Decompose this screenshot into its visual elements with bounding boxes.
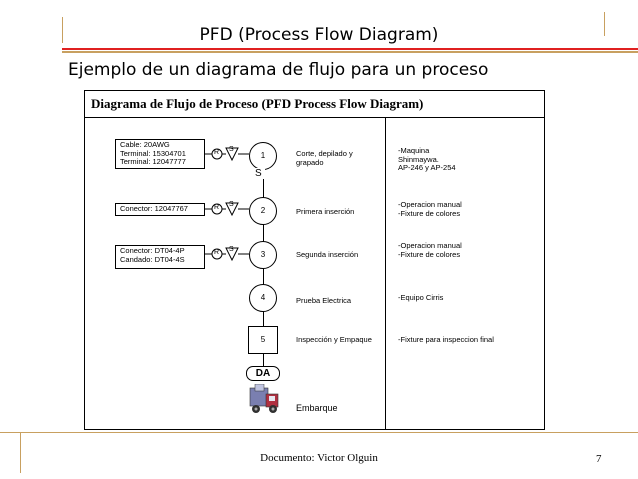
step-desc-text: Corte, depilado y: [296, 149, 353, 158]
step-5-description: Inspección y Empaque: [296, 335, 372, 345]
equipment-text: -Fixture de colores: [398, 249, 461, 259]
equipment-text: -Fixture para inspeccion final: [398, 335, 494, 344]
slide-subtitle: Ejemplo de un diagrama de flujo para un …: [68, 60, 489, 80]
equipment-text: -Operacion manual: [398, 200, 462, 209]
flow-line: [263, 166, 264, 376]
process-node-2: 2: [249, 197, 277, 225]
step-desc-text: Segunda inserción: [296, 250, 359, 259]
receive-label: R: [214, 249, 220, 256]
step-3-equipment: -Operacion manual -Fixture de colores: [398, 241, 462, 259]
input-box-connector: Conector: 12047767: [115, 203, 205, 216]
diagram-frame: [84, 90, 545, 430]
shipping-label: Embarque: [296, 403, 338, 413]
equipment-text: -Equipo Cirris: [398, 293, 444, 302]
receive-label: R: [214, 149, 220, 156]
input-text: Candado: DT04-4S: [120, 254, 185, 264]
process-node-4: 4: [249, 284, 277, 312]
inspection-node-5: 5: [248, 326, 278, 354]
storage-step-label: S: [252, 168, 265, 179]
step-3-description: Segunda inserción: [296, 250, 359, 260]
decor-line: [62, 17, 63, 43]
truck-icon: [249, 384, 279, 413]
store-label: S: [229, 246, 234, 253]
equipment-text: Shinmaywa.: [398, 154, 439, 164]
input-text: Conector: 12047767: [120, 204, 188, 213]
equipment-text: AP-246 y AP-254: [398, 163, 456, 173]
input-text: Terminal: 15304701: [120, 148, 186, 158]
store-label: S: [229, 146, 234, 153]
page-number: 7: [596, 453, 602, 465]
process-node-3: 3: [249, 241, 277, 269]
step-desc-text: Inspección y Empaque: [296, 335, 372, 344]
step-1-description: Corte, depilado y grapado: [296, 149, 353, 167]
input-text: Cable: 20AWG: [120, 140, 170, 149]
receive-label: R: [214, 204, 220, 211]
input-box-cable: Cable: 20AWG Terminal: 15304701 Terminal…: [115, 139, 205, 169]
footer-author: Documento: Victor Olguin: [260, 452, 378, 464]
step-desc-text: Primera inserción: [296, 207, 355, 216]
step-1-equipment: -Maquina Shinmaywa. AP-246 y AP-254: [398, 146, 456, 173]
step-desc-text: Prueba Electrica: [296, 296, 352, 305]
step-4-equipment: -Equipo Cirris: [398, 293, 444, 303]
footer-line: [0, 432, 638, 433]
equipment-text: -Operacion manual: [398, 241, 462, 250]
footer-line-vertical: [20, 433, 21, 473]
process-node-1: 1: [249, 142, 277, 170]
input-text: Conector: DT04-4P: [120, 246, 185, 255]
step-4-description: Prueba Electrica: [296, 296, 352, 306]
equipment-text: -Maquina: [398, 146, 430, 155]
store-label: S: [229, 201, 234, 208]
slide-title: PFD (Process Flow Diagram): [199, 25, 439, 45]
step-2-description: Primera inserción: [296, 207, 355, 217]
step-2-equipment: -Operacion manual -Fixture de colores: [398, 200, 462, 218]
title-underline: [62, 48, 638, 50]
column-divider: [385, 118, 386, 430]
final-da-box: DA: [246, 366, 280, 381]
input-text: Terminal: 12047777: [120, 157, 186, 167]
decor-line: [604, 12, 605, 36]
equipment-text: -Fixture de colores: [398, 208, 461, 218]
title-underline-gold: [62, 51, 638, 53]
diagram-title: Diagrama de Flujo de Proceso (PFD Proces…: [84, 90, 545, 118]
step-5-equipment: -Fixture para inspeccion final: [398, 335, 494, 345]
step-desc-text: grapado: [296, 157, 324, 167]
input-box-conector-candado: Conector: DT04-4P Candado: DT04-4S: [115, 245, 205, 269]
